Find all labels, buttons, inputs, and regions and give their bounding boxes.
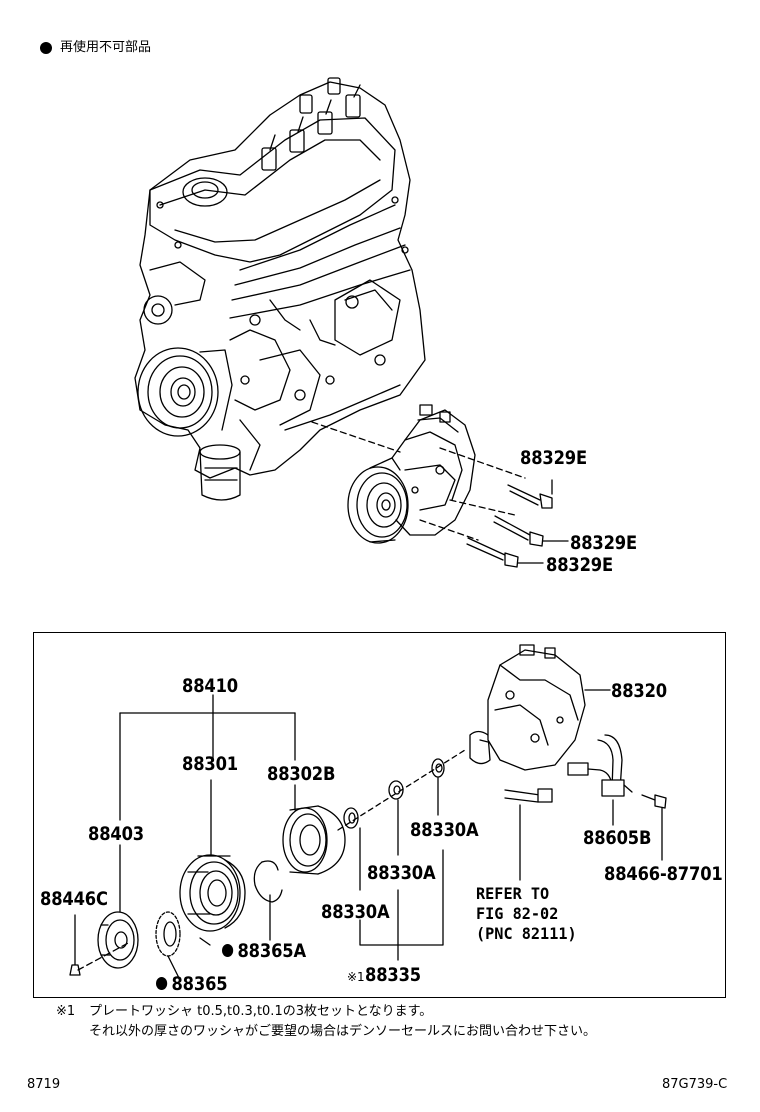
figure-code: 87G739-C [662, 1077, 728, 1092]
label-88403[interactable]: 88403 [88, 823, 144, 845]
footnote-line-1: プレートワッシャ t0.5,t0.3,t0.1の3枚セットとなります。 [89, 1004, 433, 1019]
label-88410[interactable]: 88410 [182, 675, 238, 697]
label-88302b[interactable]: 88302B [267, 763, 336, 785]
label-88320[interactable]: 88320 [611, 680, 667, 702]
bolt-88466-87701 [641, 794, 667, 809]
bolt-88329e-3 [466, 537, 519, 568]
label-88330a-2[interactable]: 88330A [367, 862, 436, 884]
label-88330a-1[interactable]: 88330A [410, 819, 479, 841]
footnote: ※1 プレートワッシャ t0.5,t0.3,t0.1の3枚セットとなります。 それ… [56, 1002, 596, 1042]
footnote-mark: ※1 [56, 1004, 76, 1019]
engine-drawing [134, 77, 426, 501]
refer-line-1: REFER TO [476, 884, 550, 903]
label-88330a-3[interactable]: 88330A [321, 901, 390, 923]
non-reusable-dot-icon [222, 943, 234, 957]
legend-text: 再使用不可部品 [60, 40, 152, 55]
refer-line-2: FIG 82-02 [476, 904, 559, 923]
part-88302b-pulley [282, 805, 346, 875]
page-code-left: 8719 [27, 1077, 61, 1092]
label-88446c[interactable]: 88446C [40, 888, 108, 910]
part-88365a-snap-ring [253, 860, 283, 903]
part-88301-stator [179, 854, 246, 932]
exploded-view-frame [33, 632, 726, 998]
note-mark: ※1 [347, 970, 365, 984]
part-88320-compressor [469, 644, 586, 771]
label-88605b[interactable]: 88605B [583, 827, 652, 849]
non-reusable-dot-icon [40, 41, 52, 54]
bolt-88329e-2 [493, 515, 544, 547]
label-88329e-2[interactable]: 88329E [570, 532, 637, 554]
label-88365[interactable]: 88365 [156, 973, 228, 995]
label-88329e-1[interactable]: 88329E [520, 447, 587, 469]
non-reusable-dot-icon [156, 976, 168, 990]
label-88329e-3[interactable]: 88329E [546, 554, 613, 576]
label-88335[interactable]: ※188335 [347, 964, 421, 986]
legend: 再使用不可部品 [40, 36, 151, 55]
refer-note[interactable]: REFER TO FIG 82-02 (PNC 82111) [476, 884, 577, 944]
bolt-88329e-1 [507, 484, 553, 509]
refer-line-3: (PNC 82111) [476, 924, 577, 943]
compressor-drawing [347, 404, 476, 544]
part-88330a-washers [343, 758, 445, 829]
label-88301[interactable]: 88301 [182, 753, 238, 775]
label-88365a[interactable]: 88365A [222, 940, 306, 962]
footnote-line-2: それ以外の厚さのワッシャがご要望の場合はデンソーセールスにお問い合わせ下さい。 [89, 1024, 597, 1039]
part-88605b-harness [567, 734, 633, 797]
label-88466-87701[interactable]: 88466-87701 [604, 863, 723, 885]
